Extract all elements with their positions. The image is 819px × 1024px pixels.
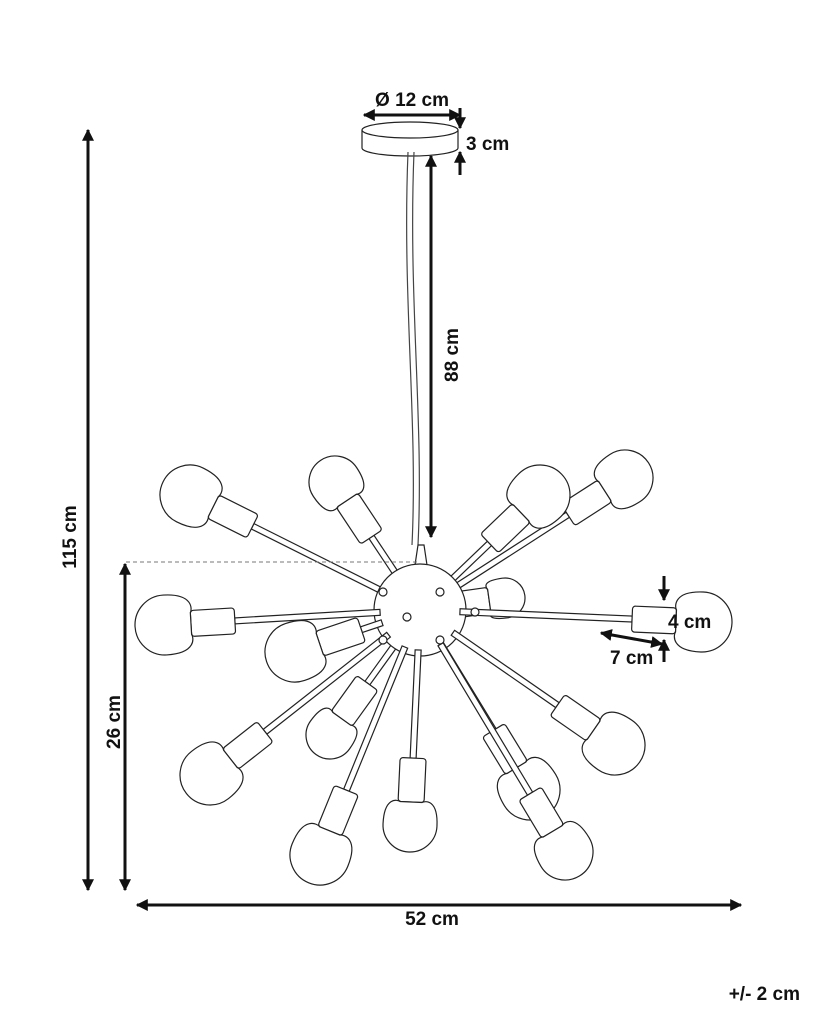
socket <box>189 607 237 637</box>
bulb <box>134 594 194 656</box>
lamp-arm-with-bulb <box>305 639 400 760</box>
dimension-socket-diameter: 4 cm <box>658 576 711 662</box>
dimension-fixture-height: 26 cm <box>104 561 420 892</box>
cord-length-label: 88 cm <box>442 328 463 382</box>
bulb <box>264 619 327 683</box>
bulb <box>308 455 365 512</box>
socket-length-label: 7 cm <box>610 648 653 669</box>
arm-rod <box>409 649 422 759</box>
total-height-label: 115 cm <box>60 505 81 568</box>
arm-rod <box>437 641 534 797</box>
arm-rod <box>459 608 633 623</box>
lamp-arm-with-bulb <box>451 449 654 592</box>
central-hub <box>373 563 467 657</box>
bulb <box>506 464 571 529</box>
lamp-arm-with-bulb <box>437 641 594 881</box>
hub-screw <box>470 607 480 617</box>
lamp-arm-with-bulb <box>308 455 402 580</box>
socket <box>315 617 366 656</box>
hub-screw <box>435 635 445 645</box>
hub-screw <box>402 612 412 622</box>
socket <box>397 757 427 804</box>
bulb <box>673 591 733 653</box>
lamp-arm-with-bulb <box>382 649 438 853</box>
lamp-arm-with-bulb <box>179 631 392 806</box>
lamp-arm-with-bulb <box>445 464 571 586</box>
power-cord <box>406 151 420 546</box>
tolerance-note: +/- 2 cm <box>729 984 800 1005</box>
lamp-arm-with-bulb <box>289 645 409 886</box>
bulb <box>581 711 646 776</box>
bulb <box>305 707 358 760</box>
dimension-socket-length: 7 cm <box>599 629 664 669</box>
lamp-arm-with-bulb <box>450 629 646 776</box>
ceiling-canopy <box>361 121 459 157</box>
fixture-height-label: 26 cm <box>104 695 125 749</box>
bulb <box>289 822 353 886</box>
canopy-diameter-label: Ø 12 cm <box>375 90 449 111</box>
bulb <box>485 577 526 620</box>
dimension-canopy-height: 3 cm <box>454 108 509 175</box>
lamp-arm-with-bulb <box>264 617 384 683</box>
socket-diameter-label: 4 cm <box>668 612 711 633</box>
bulb <box>593 449 654 510</box>
hub-screw <box>378 635 388 645</box>
hub-screw <box>435 587 445 597</box>
dimension-total-height: 115 cm <box>60 128 94 892</box>
bulb <box>382 799 438 853</box>
lamp-arm-with-bulb <box>459 591 733 653</box>
bulb <box>159 464 223 528</box>
fixture-width-label: 52 cm <box>405 909 459 930</box>
canopy-height-label: 3 cm <box>466 134 509 155</box>
dimension-cord-length: 88 cm <box>425 154 463 539</box>
bulb <box>533 820 594 881</box>
lamp-arm-with-bulb <box>134 594 381 656</box>
dimension-canopy-diameter: Ø 12 cm <box>362 90 462 121</box>
bulb <box>179 741 244 806</box>
dimension-fixture-width: 52 cm <box>135 899 743 930</box>
pendant-lamp-drawing <box>134 121 733 886</box>
hub-screw <box>378 587 388 597</box>
lamp-arm-with-bulb <box>159 464 387 596</box>
